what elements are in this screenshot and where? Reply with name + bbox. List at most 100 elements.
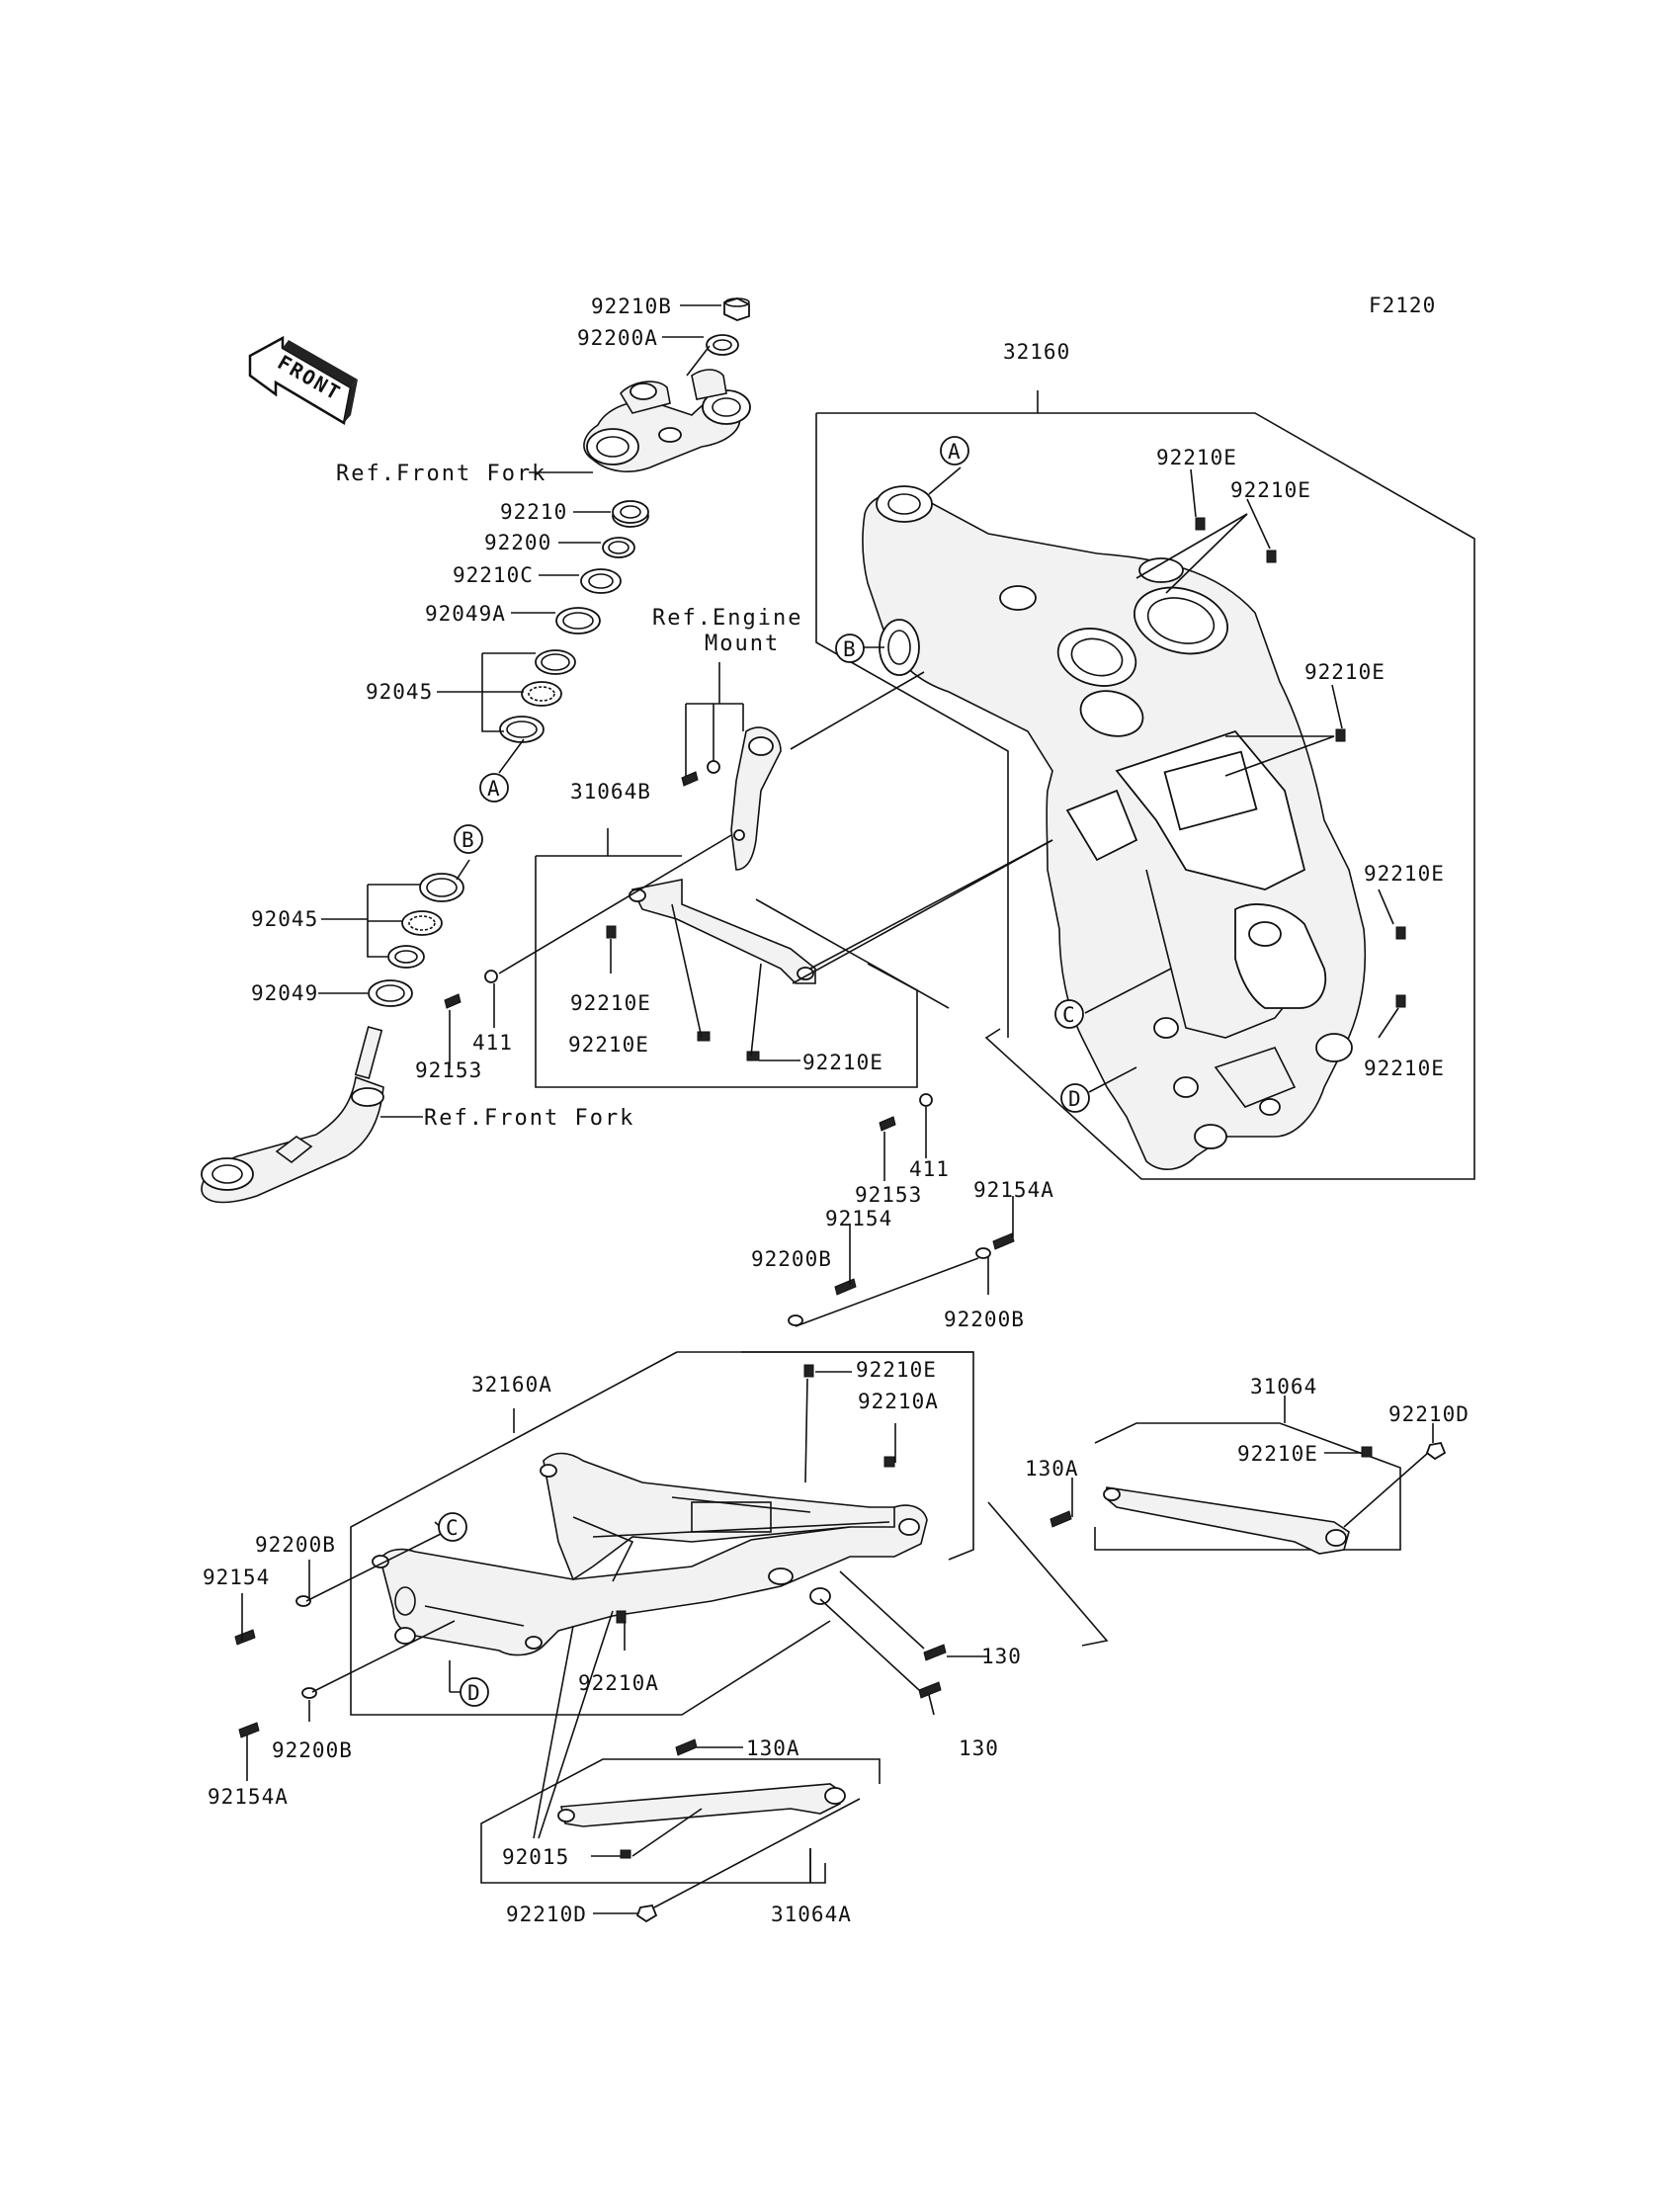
- engine-mount-group: [444, 662, 1053, 1181]
- marker-a-frame-text: A: [948, 440, 962, 464]
- subframe-32160a-icon: [372, 1452, 928, 1656]
- crossmember-31064a-group: [480, 1610, 881, 1923]
- label-130a-2: 130A: [746, 1736, 800, 1760]
- crossmember-31064a-icon: [560, 1783, 841, 1827]
- label-92210e-9: 92210E: [856, 1358, 937, 1382]
- label-92045-lower: 92045: [251, 907, 318, 931]
- bolt-icon: [1050, 1510, 1072, 1528]
- bolt-icon: [992, 1232, 1015, 1250]
- label-92210a-1: 92210A: [858, 1390, 939, 1413]
- bolt-icon: [1395, 926, 1406, 940]
- label-92154-1: 92154: [825, 1207, 892, 1230]
- label-92210e-3: 92210E: [1304, 660, 1386, 684]
- marker-d-frame-text: D: [1068, 1087, 1082, 1111]
- marker-b-left: [454, 824, 483, 854]
- marker-c-frame-text: C: [1062, 1003, 1076, 1027]
- washer-icon: [975, 1247, 991, 1259]
- crossmember-31064-icon: [1104, 1486, 1350, 1555]
- bearing-race-icon: [387, 945, 425, 969]
- nut-92210c-icon: [580, 568, 622, 594]
- marker-a-left: [479, 773, 509, 803]
- bolt-icon: [234, 1629, 256, 1646]
- main-frame-bracket: [816, 412, 1475, 1180]
- washer-icon: [706, 334, 739, 356]
- label-92210c: 92210C: [453, 563, 534, 587]
- upper-triple-clamp-icon: [583, 345, 751, 472]
- seal-92049-icon: [368, 979, 413, 1007]
- ref-front-fork-upper: Ref.Front Fork: [336, 462, 546, 486]
- label-92210d-1: 92210D: [1388, 1402, 1470, 1426]
- washer-92200-icon: [602, 537, 635, 558]
- lower-triple-clamp-icon: [201, 1026, 384, 1204]
- bolt-icon: [746, 1051, 760, 1061]
- marker-c-subframe-text: C: [446, 1516, 460, 1540]
- marker-b-left-text: B: [462, 828, 475, 852]
- nut-icon: [1425, 1441, 1447, 1461]
- bolt-icon: [883, 1456, 895, 1468]
- label-92200a: 92200A: [577, 326, 658, 350]
- bolt-icon: [1361, 1446, 1373, 1458]
- marker-c-subframe: [438, 1512, 467, 1542]
- label-92049a: 92049A: [425, 602, 506, 626]
- label-92200b-1: 92200B: [751, 1247, 832, 1271]
- label-92200: 92200: [484, 531, 551, 554]
- bolt-icon: [1395, 994, 1406, 1008]
- label-92210e-8: 92210E: [802, 1051, 883, 1074]
- label-92200b-2: 92200B: [944, 1308, 1025, 1331]
- stem-nut-icon: [723, 297, 750, 321]
- ref-engine-mount-line1: Ref.Engine: [652, 606, 802, 631]
- label-130-1: 130: [981, 1645, 1022, 1668]
- subframe-group: [234, 1196, 1015, 1781]
- label-92210a-2: 92210A: [578, 1671, 659, 1695]
- label-130-2: 130: [959, 1736, 999, 1760]
- bolt-icon: [238, 1722, 260, 1738]
- seal-92049a-icon: [555, 607, 601, 635]
- washer-icon: [707, 760, 720, 774]
- marker-c-frame: [1054, 999, 1084, 1029]
- bolt-icon: [918, 1681, 942, 1699]
- bolt-icon: [697, 1031, 711, 1042]
- bolt-icon: [606, 925, 617, 939]
- label-92154a-1: 92154A: [973, 1178, 1054, 1202]
- label-92015: 92015: [502, 1845, 569, 1869]
- label-92154a-2: 92154A: [208, 1785, 289, 1809]
- label-92045-upper: 92045: [366, 680, 433, 704]
- marker-d-frame: [1060, 1083, 1090, 1113]
- label-130a-1: 130A: [1025, 1457, 1079, 1481]
- bolt-icon: [620, 1849, 631, 1859]
- main-frame-group: [815, 390, 1475, 1180]
- washer-icon: [295, 1595, 311, 1607]
- nut-icon: [635, 1904, 658, 1923]
- label-92200b-3: 92200B: [255, 1533, 336, 1557]
- label-92210: 92210: [500, 500, 567, 524]
- bolt-icon: [1335, 728, 1346, 742]
- washer-icon: [484, 970, 498, 983]
- bearing-icon: [401, 910, 443, 936]
- marker-d-subframe-text: D: [467, 1681, 481, 1705]
- main-frame-icon: [862, 485, 1367, 1170]
- ref-front-fork-lower: Ref.Front Fork: [424, 1106, 634, 1131]
- bolt-icon: [923, 1644, 947, 1661]
- ref-engine-mount-line2: Mount: [705, 632, 780, 656]
- steering-stem-group: [201, 297, 751, 1204]
- label-92210e-7: 92210E: [568, 1033, 649, 1057]
- bolt-icon: [803, 1364, 814, 1378]
- label-32160a: 32160A: [471, 1373, 552, 1397]
- marker-a-frame: [940, 436, 969, 466]
- bolt-icon: [675, 1738, 698, 1756]
- washer-icon: [919, 1093, 933, 1107]
- label-92210d-2: 92210D: [506, 1903, 587, 1926]
- bolt-icon: [1266, 550, 1277, 563]
- marker-a-left-text: A: [487, 777, 501, 801]
- label-92200b-4: 92200B: [272, 1738, 353, 1762]
- label-31064a: 31064A: [771, 1903, 852, 1926]
- label-92049: 92049: [251, 981, 318, 1005]
- figure-code: F2120: [1369, 294, 1436, 317]
- bolt-icon: [879, 1116, 896, 1132]
- label-92154-2: 92154: [203, 1566, 270, 1589]
- bolt-icon: [616, 1610, 627, 1624]
- label-32160: 32160: [1003, 340, 1070, 364]
- label-31064b: 31064B: [570, 780, 651, 804]
